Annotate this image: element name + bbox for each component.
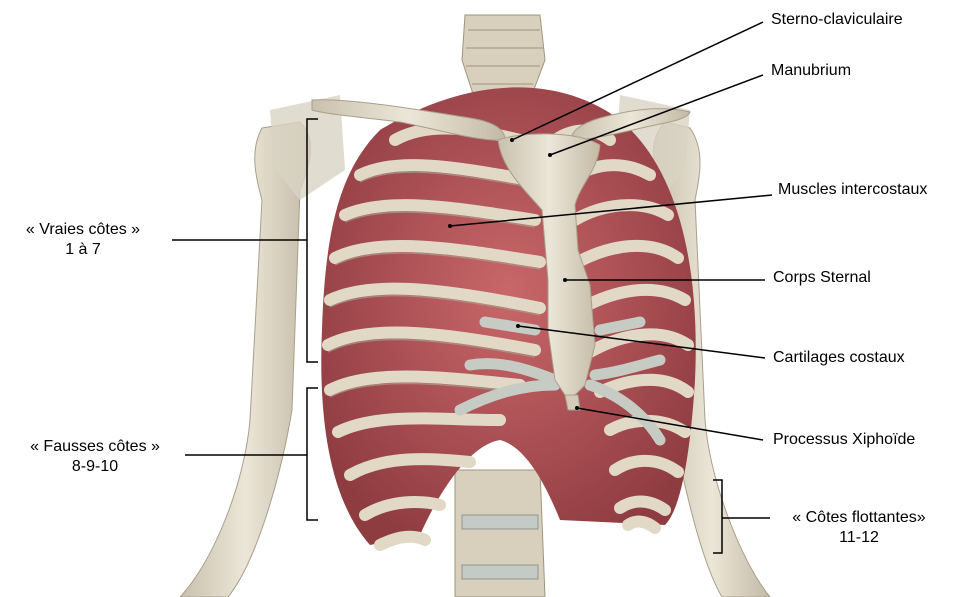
left-humerus — [180, 122, 311, 597]
label-manubrium: Manubrium — [771, 61, 851, 81]
label-cartilages-costaux: Cartilages costaux — [773, 348, 905, 368]
bracket-fausses — [307, 388, 318, 520]
label-cotes-flottantes-title: « Côtes flottantes» — [770, 508, 948, 528]
label-cotes-flottantes: « Côtes flottantes» 11-12 — [770, 508, 948, 548]
label-cotes-flottantes-range: 11-12 — [770, 528, 948, 548]
label-corps-sternal: Corps Sternal — [773, 268, 871, 288]
label-fausses-cotes-title: « Fausses côtes » — [15, 437, 175, 457]
label-vraies-cotes: « Vraies côtes » 1 à 7 — [8, 220, 158, 260]
label-processus-xiphoide: Processus Xiphoïde — [773, 430, 915, 450]
label-vraies-cotes-range: 1 à 7 — [8, 240, 158, 260]
label-fausses-cotes-range: 8-9-10 — [15, 457, 175, 477]
label-vraies-cotes-title: « Vraies côtes » — [8, 220, 158, 240]
label-muscles-intercostaux: Muscles intercostaux — [778, 180, 927, 200]
label-sterno-claviculaire: Sterno-claviculaire — [771, 10, 903, 30]
label-fausses-cotes: « Fausses côtes » 8-9-10 — [15, 437, 175, 477]
